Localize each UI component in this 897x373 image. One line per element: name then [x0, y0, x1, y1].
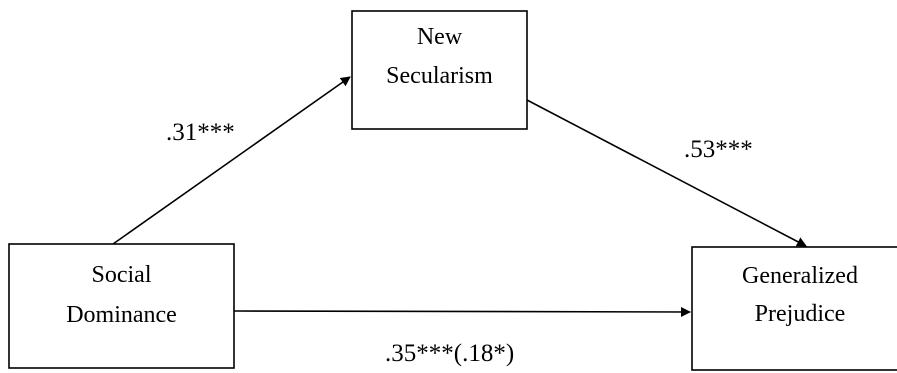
- node-new-secularism: New Secularism: [351, 10, 528, 130]
- edge-label-ns-to-gp: .53***: [684, 136, 753, 163]
- node-generalized-prejudice-line1: Generalized: [742, 263, 858, 289]
- node-social-dominance: Social Dominance: [8, 243, 235, 369]
- node-generalized-prejudice: Generalized Prejudice: [691, 246, 897, 371]
- arrow-sd-to-gp: [233, 306, 691, 317]
- node-social-dominance-line2: Dominance: [66, 302, 177, 328]
- node-new-secularism-line1: New: [417, 24, 463, 50]
- edge-label-sd-to-ns: .31***: [166, 119, 235, 146]
- node-new-secularism-line2: Secularism: [386, 63, 493, 89]
- edge-label-sd-to-gp: .35***(.18*): [385, 340, 514, 367]
- arrow-ns-to-gp: [526, 99, 807, 247]
- arrow-sd-to-ns: [112, 76, 351, 245]
- node-generalized-prejudice-line2: Prejudice: [755, 301, 846, 327]
- node-social-dominance-line1: Social: [92, 262, 152, 288]
